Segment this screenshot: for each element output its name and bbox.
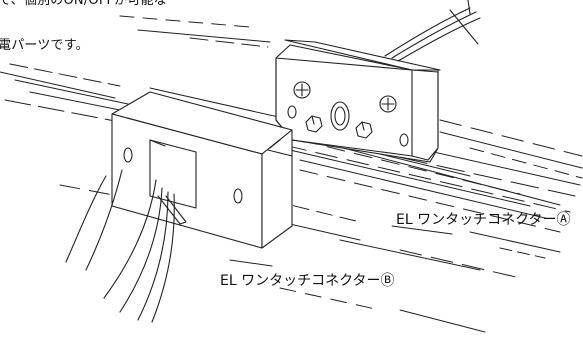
intro-text-line-2: 電パーツです。 [0,38,89,53]
connector-b-label: EL ワンタッチコネクターⒷ [220,273,395,289]
connector-a-label: EL ワンタッチコネクターⒶ [396,212,571,228]
label-leaders [230,226,452,266]
intro-text-line-1: で、個別のON/OFFが可能な [0,0,168,8]
connector-b-block [66,92,292,322]
connector-a-block [276,0,480,162]
